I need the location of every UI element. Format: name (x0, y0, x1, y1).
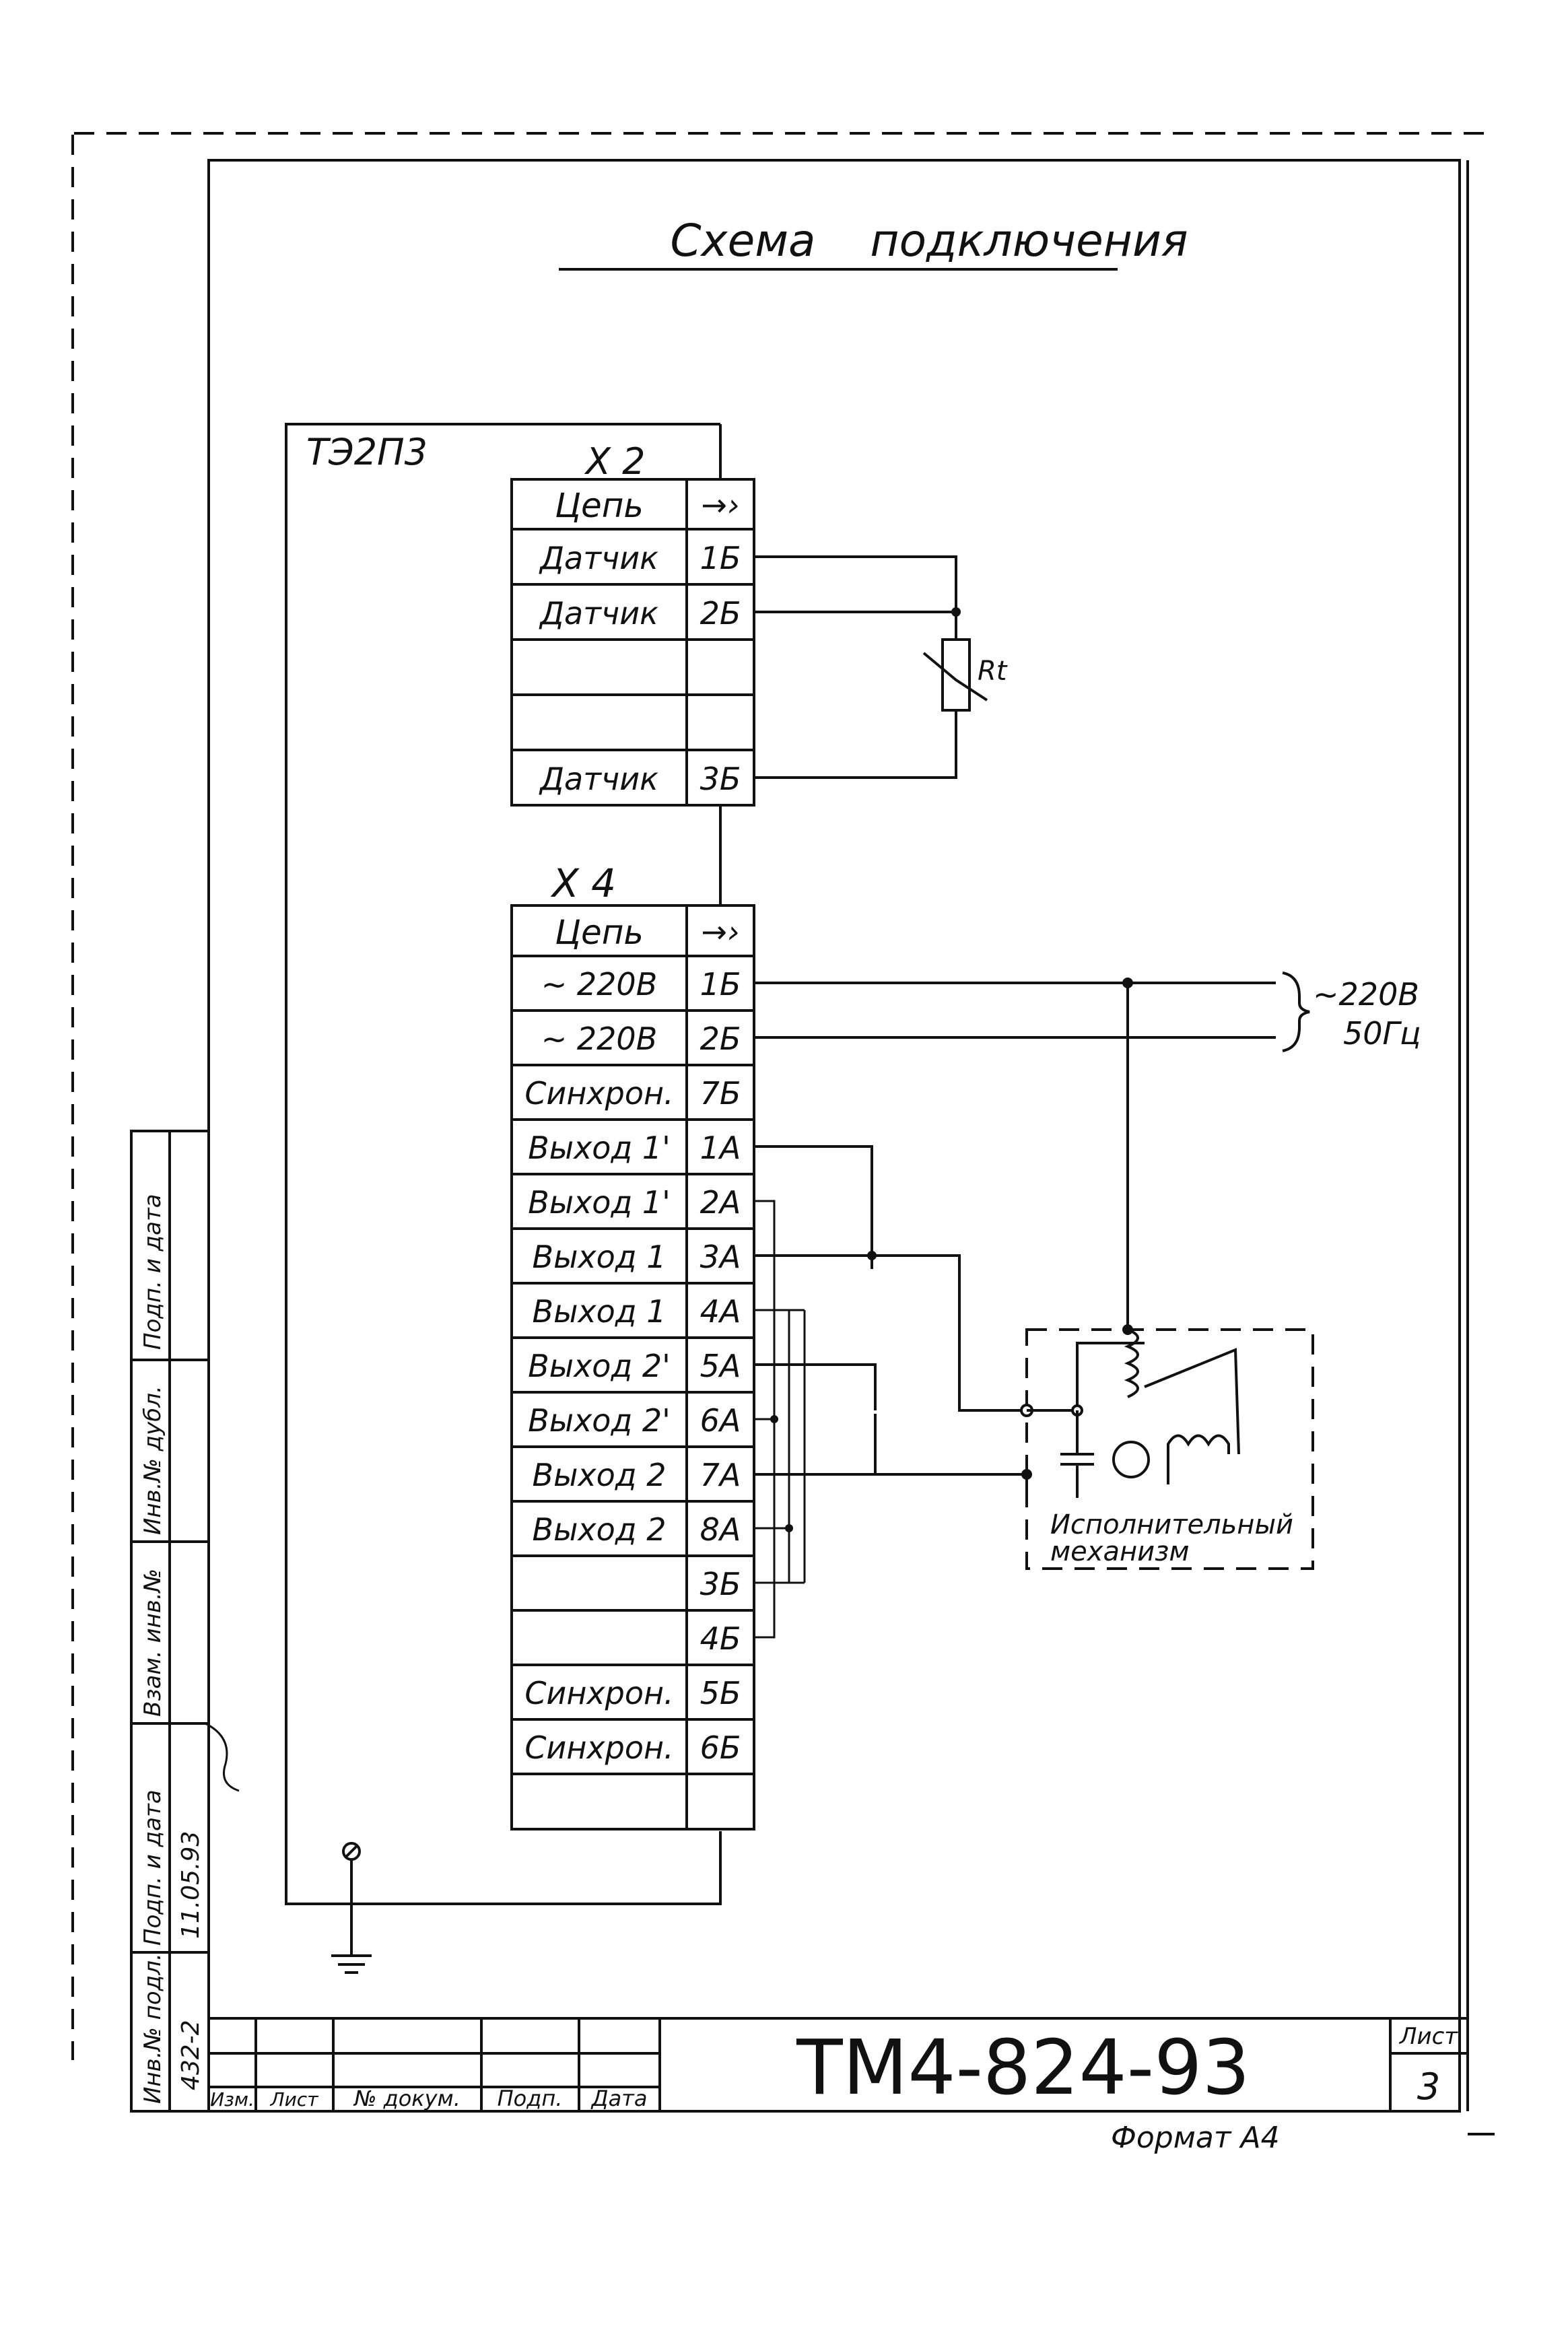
x4-pin-3: 7Б (700, 1075, 741, 1111)
title-block: Изм. Лист № докум. Подп. Дата ТМ4-824-93… (209, 2017, 1468, 2112)
diagram-title: Схема подключения (670, 215, 1188, 267)
x4-pin-1: 1Б (700, 966, 741, 1002)
x4-pin-14: 5Б (700, 1675, 741, 1711)
actuator-label-2: механизм (1050, 1536, 1190, 1567)
side-stamp-field-2: Подп. и дата (139, 1789, 166, 1946)
x4-circuit-14: Синхрон. (524, 1675, 673, 1711)
x4-table-frame (510, 904, 755, 1830)
side-stamp-field-4: Инв.№ дубл. (139, 1385, 166, 1535)
x4-circuit-7: Выход 1 (533, 1293, 667, 1330)
x4-pin-8: 5А (700, 1348, 741, 1384)
x4-pin-12: 3Б (700, 1566, 741, 1602)
x4-name: X 4 (550, 860, 616, 906)
bus-to-4b (754, 1419, 776, 1639)
x4-pin-13: 4Б (700, 1620, 741, 1657)
motor-winding-icon (1167, 1434, 1230, 1484)
x2-header-pin: →› (702, 487, 740, 523)
x2-circuit-2: Датчик (539, 595, 658, 631)
x4-circuit-10: Выход 2 (533, 1457, 667, 1493)
x4-pin-9: 6А (700, 1402, 741, 1439)
bus-4a-8a (754, 1309, 790, 1530)
wire-out5a (754, 1363, 877, 1410)
side-stamp-signature (205, 1722, 240, 1792)
supply-frequency: 50Гц (1343, 1015, 1421, 1052)
side-stamp-field-3: Взам. инв.№ (139, 1569, 166, 1717)
junction-3a (867, 1251, 877, 1260)
winding-coil-icon (1124, 1328, 1139, 1398)
x4-circuit-4: Выход 1' (528, 1130, 671, 1166)
x4-pin-7: 4А (700, 1293, 741, 1330)
bus-junction (770, 1415, 778, 1423)
x4-header-pin: →› (702, 914, 740, 950)
side-stamp-inv-value: 432-2 (177, 2020, 205, 2090)
supply-brace (1282, 971, 1310, 1052)
actuator-wire-a (1027, 1342, 1145, 1412)
x4-circuit-2: ~ 220В (541, 1021, 658, 1057)
x4-pin-2: 2Б (700, 1021, 741, 1057)
wire-out1a (754, 1145, 873, 1269)
x2-circuit-5: Датчик (539, 761, 658, 797)
actuator-wire-b (1144, 1348, 1240, 1455)
x2-table-frame (510, 478, 755, 807)
x4-pin-11: 8А (700, 1511, 741, 1548)
x2-name: X 2 (584, 440, 646, 483)
supply-voltage: ~220В (1313, 976, 1419, 1013)
bus-junction (785, 1524, 793, 1532)
sensor-junction (951, 607, 961, 617)
x4-circuit-5: Выход 1' (528, 1184, 671, 1221)
x4-header-circuit: Цепь (555, 913, 644, 952)
device-boundary (285, 423, 722, 1905)
x2-circuit-1: Датчик (539, 540, 658, 576)
wire-out3a (754, 1254, 1027, 1412)
motor-rotor-icon (1112, 1441, 1150, 1478)
x2-pin-5: 3Б (700, 761, 741, 797)
title-block-col-doc: № докум. (353, 2086, 461, 2111)
sensor-label: Rt (978, 656, 1008, 687)
x2-pin-1: 1Б (700, 540, 741, 576)
actuator-boundary (1025, 1328, 1314, 1570)
actuator-label-1: Исполнительный (1050, 1509, 1293, 1540)
x4-circuit-11: Выход 2 (533, 1511, 667, 1548)
x4-circuit-3: Синхрон. (524, 1075, 673, 1111)
x4-pin-5: 2А (700, 1184, 741, 1221)
x4-circuit-9: Выход 2' (528, 1402, 671, 1439)
x4-circuit-8: Выход 2' (528, 1348, 671, 1384)
format-label: Формат А4 (1111, 2121, 1280, 2155)
thermistor-rt (941, 638, 971, 712)
sensor-wire-1 (754, 555, 957, 640)
sensor-wire-3 (754, 710, 957, 779)
document-number: ТМ4-824-93 (796, 2024, 1250, 2112)
x4-pin-4: 1А (700, 1130, 741, 1166)
ground-terminal-mark (345, 1845, 358, 1858)
sheet-label: Лист (1398, 2023, 1458, 2050)
x4-circuit-15: Синхрон. (524, 1730, 673, 1766)
x4-pin-10: 7А (700, 1457, 741, 1493)
title-block-col-date: Дата (590, 2086, 648, 2111)
side-stamp: Инв.№ подл. Подп. и дата Взам. инв.№ Инв… (130, 1130, 240, 2113)
thermistor-slash (922, 652, 988, 701)
side-stamp-field-1: Инв.№ подл. (139, 1953, 166, 2104)
x4-circuit-6: Выход 1 (533, 1239, 667, 1275)
wire-out7a-up (754, 1414, 877, 1476)
bus-to-3b (754, 1528, 790, 1584)
title-block-col-izm: Изм. (210, 2088, 254, 2111)
x4-circuit-1: ~ 220В (541, 966, 658, 1002)
x4-connector: Цепь →› ~ 220В 1Б ~ 220В 2Б Синхрон. 7Б … (510, 904, 755, 1830)
x2-header-circuit: Цепь (555, 486, 644, 525)
title-block-col-sign: Подп. (498, 2086, 563, 2111)
x4-pin-6: 3А (700, 1239, 741, 1275)
device-label: ТЭ2П3 (306, 431, 428, 473)
sheet-number: 3 (1417, 2065, 1440, 2108)
side-stamp-field-5: Подп. и дата (139, 1194, 166, 1350)
x4-pin-15: 6Б (700, 1730, 741, 1766)
x2-connector: Цепь →› Датчик 1Б Датчик 2Б Датчик 3Б (510, 478, 755, 807)
x2-pin-2: 2Б (700, 595, 741, 631)
side-stamp-date-value: 11.05.93 (177, 1831, 205, 1939)
title-block-col-list: Лист (270, 2088, 319, 2111)
